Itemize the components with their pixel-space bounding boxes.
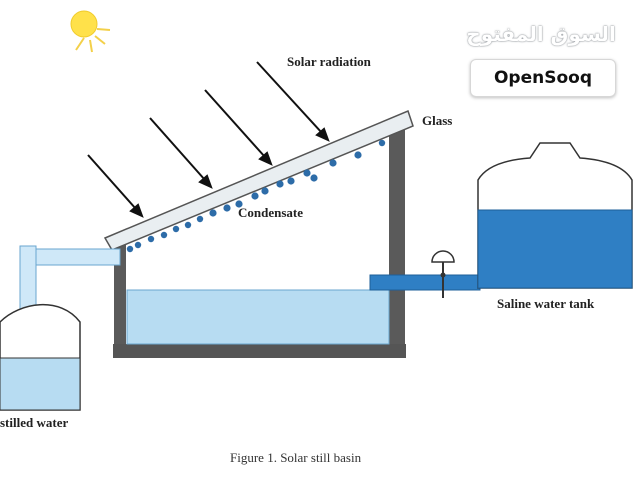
still-base bbox=[113, 344, 406, 358]
watermark-brand: OpenSooq bbox=[493, 68, 593, 88]
label-condensate: Condensate bbox=[238, 205, 303, 220]
figure-caption: Figure 1. Solar still basin bbox=[230, 450, 362, 465]
label-solar-radiation: Solar radiation bbox=[287, 54, 372, 69]
distillate-pipe-horizontal bbox=[35, 248, 121, 266]
label-distilled-water: stilled water bbox=[0, 415, 68, 430]
radiation-arrows bbox=[87, 61, 330, 218]
sun-icon bbox=[70, 10, 111, 53]
condensate-droplets bbox=[126, 139, 386, 253]
saline-water-tank bbox=[477, 142, 633, 289]
watermark-badge: OpenSooq bbox=[470, 59, 616, 97]
saline-feed-pipe bbox=[369, 274, 481, 291]
watermark-arabic: السوق المفتوح bbox=[466, 22, 616, 46]
glass-cover bbox=[103, 109, 414, 251]
valve-icon bbox=[431, 250, 455, 298]
distilled-water-tank bbox=[0, 303, 81, 411]
still-right-wall bbox=[389, 128, 405, 358]
label-saline-water-tank: Saline water tank bbox=[497, 296, 595, 311]
label-glass: Glass bbox=[422, 113, 452, 128]
still-left-wall bbox=[114, 238, 126, 358]
basin-water bbox=[126, 289, 390, 345]
